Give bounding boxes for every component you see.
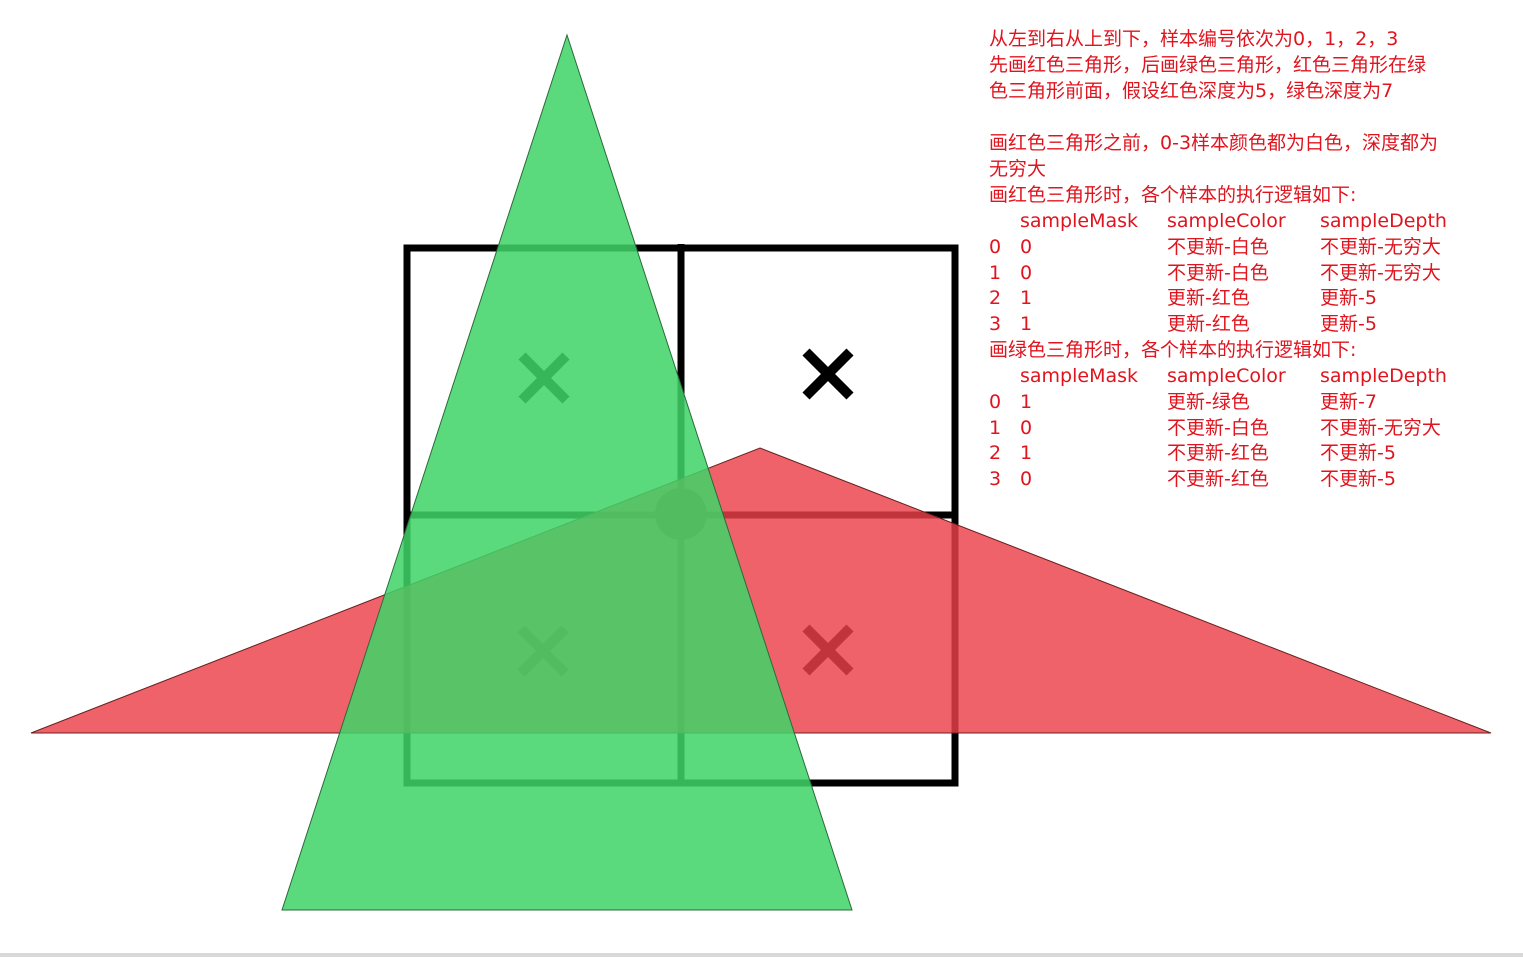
sample-color-value: 不更新-白色: [1167, 235, 1269, 258]
red-pass-row: 2 1 更新-红色 更新-5: [989, 285, 1509, 311]
sample-index: 3: [989, 468, 1002, 491]
notes-panel: 从左到右从上到下，样本编号依次为0，1，2，3 先画红色三角形，后画绿色三角形，…: [989, 26, 1509, 492]
header-sample-mask: sampleMask: [1020, 210, 1139, 232]
sample-color-value: 更新-红色: [1167, 313, 1250, 336]
sample-depth-value: 不更新-无穷大: [1320, 235, 1441, 258]
sample-depth-value: 不更新-无穷大: [1320, 261, 1441, 284]
header-sample-mask: sampleMask: [1020, 364, 1139, 387]
sample-depth-value: 更新-5: [1320, 313, 1377, 336]
sample-color-value: 不更新-红色: [1167, 468, 1269, 491]
green-triangle: [281, 33, 853, 911]
green-pass-header-row: sampleMask sampleColor sampleDepth: [989, 363, 1509, 389]
intro-line: 先画红色三角形，后画绿色三角形，红色三角形在绿: [989, 54, 1427, 76]
sample-index: 2: [989, 287, 1002, 310]
sample-index: 0: [989, 390, 1002, 413]
bottom-divider: [0, 953, 1523, 957]
red-pass-table: sampleMask sampleColor sampleDepth 0 0 不…: [989, 208, 1509, 337]
sample-color-value: 不更新-白色: [1167, 261, 1269, 284]
sample-mask-value: 1: [1020, 390, 1033, 413]
sample-color-value: 更新-绿色: [1167, 390, 1250, 413]
sample-index: 3: [989, 313, 1002, 336]
red-pass-row: 1 0 不更新-白色 不更新-无穷大: [989, 260, 1509, 286]
red-pass-title: 画红色三角形时，各个样本的执行逻辑如下:: [989, 184, 1357, 206]
intro-line: 色三角形前面，假设红色深度为5，绿色深度为7: [989, 80, 1394, 102]
sample-color-value: 不更新-红色: [1167, 442, 1269, 465]
green-pass-row: 2 1 不更新-红色 不更新-5: [989, 440, 1509, 466]
header-sample-color: sampleColor: [1167, 364, 1286, 387]
header-sample-color: sampleColor: [1167, 210, 1286, 232]
sample-depth-value: 不更新-5: [1320, 442, 1396, 465]
green-pass-row: 3 0 不更新-红色 不更新-5: [989, 466, 1509, 492]
sample-mask-value: 0: [1020, 468, 1033, 491]
sample-mask-value: 1: [1020, 313, 1033, 336]
sample-color-value: 不更新-白色: [1167, 416, 1269, 439]
sample-1-marker: [802, 348, 854, 400]
header-sample-depth: sampleDepth: [1320, 210, 1447, 232]
sample-index: 1: [989, 416, 1002, 439]
red-pass-header-row: sampleMask sampleColor sampleDepth: [989, 208, 1509, 234]
sample-mask-value: 1: [1020, 287, 1033, 310]
sample-mask-value: 0: [1020, 261, 1033, 284]
header-sample-depth: sampleDepth: [1320, 364, 1447, 387]
sample-index: 1: [989, 261, 1002, 284]
sample-mask-value: 0: [1020, 235, 1033, 258]
green-pass-row: 0 1 更新-绿色 更新-7: [989, 389, 1509, 415]
sample-depth-value: 不更新-无穷大: [1320, 416, 1441, 439]
spacer: [989, 104, 1509, 130]
green-pass-row: 1 0 不更新-白色 不更新-无穷大: [989, 415, 1509, 441]
sample-depth-value: 更新-7: [1320, 390, 1377, 413]
sample-depth-value: 不更新-5: [1320, 468, 1396, 491]
red-pass-row: 3 1 更新-红色 更新-5: [989, 311, 1509, 337]
red-pass-row: 0 0 不更新-白色 不更新-无穷大: [989, 234, 1509, 260]
sample-index: 2: [989, 442, 1002, 465]
before-red-line: 无穷大: [989, 158, 1047, 180]
green-pass-table: sampleMask sampleColor sampleDepth 0 1 更…: [989, 363, 1509, 492]
intro-line: 从左到右从上到下，样本编号依次为0，1，2，3: [989, 28, 1399, 50]
sample-mask-value: 1: [1020, 442, 1033, 465]
before-red-line: 画红色三角形之前，0-3样本颜色都为白色，深度都为: [989, 132, 1439, 154]
sample-depth-value: 更新-5: [1320, 287, 1377, 310]
sample-color-value: 更新-红色: [1167, 287, 1250, 310]
sample-mask-value: 0: [1020, 416, 1033, 439]
green-pass-title: 画绿色三角形时，各个样本的执行逻辑如下:: [989, 338, 1357, 361]
sample-index: 0: [989, 235, 1002, 258]
